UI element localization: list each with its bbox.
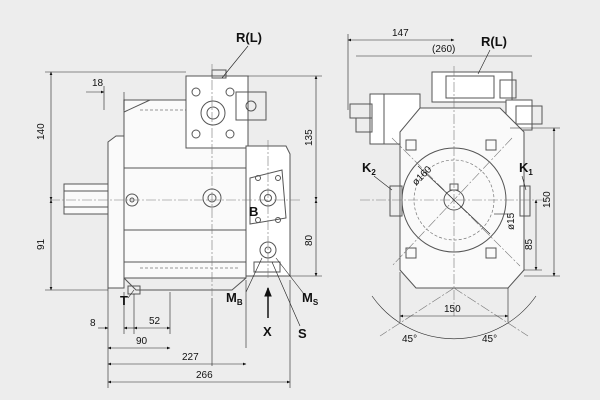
label-k2: K2 (362, 160, 376, 177)
front-view: R(L) K2 K1 147 (260) ø160 ø15 85 150 (347, 28, 560, 345)
dim-227: 227 (182, 352, 199, 363)
dim-8: 8 (90, 318, 96, 329)
label-r-l-side: R(L) (236, 30, 262, 45)
label-r-l-front: R(L) (481, 34, 507, 49)
dim-91: 91 (36, 238, 47, 250)
label-m-b-port: MB (226, 290, 243, 307)
angle-45-right: 45° (482, 334, 497, 345)
dim-d15: ø15 (506, 212, 517, 230)
label-b-port: B (249, 204, 258, 219)
mounting-flange (107, 135, 125, 289)
label-view-x: X (263, 324, 272, 339)
drive-shaft (63, 183, 109, 215)
dim-80: 80 (304, 234, 315, 246)
dim-140: 140 (36, 123, 47, 140)
dim-150-vertical: 150 (542, 191, 553, 208)
side-view: R(L) B T MB MS S X 18 140 91 (36, 30, 322, 388)
port-rl-circle (200, 100, 226, 126)
dim-135: 135 (304, 129, 315, 146)
dim-147: 147 (392, 28, 409, 39)
dim-260: (260) (432, 44, 455, 55)
label-s-port: S (298, 326, 307, 341)
top-port-block (185, 75, 249, 149)
label-k1: K1 (519, 160, 533, 177)
dim-150-horizontal: 150 (444, 304, 461, 315)
label-m-s-port: MS (302, 290, 319, 307)
front-main-body (399, 107, 525, 289)
dim-52: 52 (149, 316, 161, 327)
dim-266: 266 (196, 370, 213, 381)
angle-45-left: 45° (402, 334, 417, 345)
dim-85: 85 (524, 238, 535, 250)
dim-90: 90 (136, 336, 148, 347)
dim-18: 18 (92, 78, 104, 89)
